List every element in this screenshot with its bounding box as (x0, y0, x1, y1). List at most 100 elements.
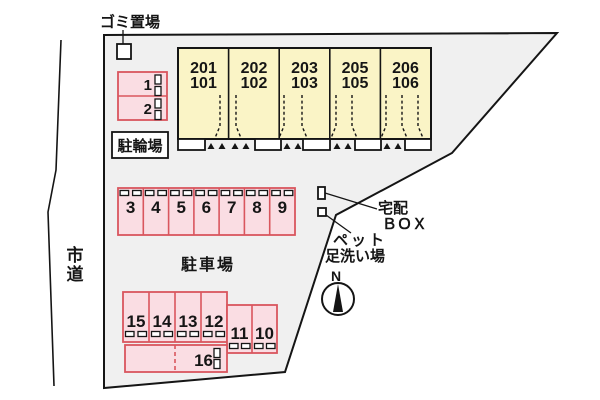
wheel-stop (154, 85, 162, 97)
wheel-stop (233, 189, 243, 197)
wheel-stop (131, 189, 142, 197)
entrance-marker-triangle (218, 143, 226, 149)
parking-space-number: 7 (227, 198, 236, 217)
bicycle-parking-label-box (111, 131, 169, 159)
garbage-bin-box (116, 43, 132, 60)
parking-space-number: 4 (151, 198, 161, 217)
wheel-stop (144, 189, 155, 197)
parking-space-number: 10 (255, 324, 274, 343)
compass-needle (333, 284, 343, 312)
delivery-box-label-line2: ＢＯＸ (382, 216, 427, 233)
unit-label-upper: 202 (241, 60, 268, 77)
wheel-stop (213, 347, 221, 359)
unit-label-upper: 205 (342, 60, 369, 77)
apartment-building: 201 101 202 102 203 103 205 105 206 106 (177, 47, 432, 151)
city-road-edge (47, 39, 62, 387)
entrance-marker-triangle (242, 143, 250, 149)
parking-space-number: 14 (153, 312, 172, 331)
wheel-stop (215, 330, 226, 338)
wheel-stop (240, 342, 251, 350)
stair-dashed-line (214, 95, 221, 139)
unit-label-upper: 206 (392, 60, 419, 77)
wheel-stop (207, 189, 218, 197)
wheel-stop (228, 342, 239, 350)
delivery-box-label-line1: 宅配 (378, 199, 408, 217)
entrance-marker-triangle (394, 143, 402, 149)
stair-dashed-line (301, 95, 308, 139)
pet-wash-pointer-line (325, 214, 352, 234)
wheel-stop (182, 189, 193, 197)
parking-space-number: 13 (179, 312, 198, 331)
delivery-box-pointer-line (324, 192, 378, 210)
wheel-stop (265, 342, 276, 350)
wheel-stop (170, 189, 180, 197)
wheel-stop (258, 189, 269, 197)
parking-space-number: 6 (202, 198, 211, 217)
city-road-label-char2: 道 (67, 264, 84, 284)
stair-dashed-line (351, 95, 358, 139)
wheel-stop (195, 189, 206, 197)
unit-label-lower: 102 (241, 75, 268, 92)
entrance-marker-triangle (294, 143, 302, 149)
unit-label-upper: 201 (190, 60, 217, 77)
entrance-porch (354, 138, 382, 151)
wheel-stop (213, 358, 221, 370)
parking-lot-label: 駐車場 (181, 255, 235, 274)
wheel-stop (157, 189, 168, 197)
entrance-porch (404, 138, 432, 151)
wheel-stop (150, 330, 161, 338)
stair-dashed-line (330, 95, 337, 139)
parking-space-number: 3 (126, 198, 135, 217)
pet-wash-unit (317, 207, 327, 217)
entrance-marker-triangle (231, 143, 239, 149)
entrance-marker-triangle (283, 143, 291, 149)
entrance-marker-triangle (344, 143, 352, 149)
entrance-marker-triangle (333, 143, 341, 149)
parking-space-number: 5 (176, 198, 185, 217)
wheel-stop (189, 330, 200, 338)
stair-dashed-line (401, 95, 408, 139)
unit-label-lower: 106 (392, 75, 419, 92)
wheel-stop (119, 189, 130, 197)
entrance-porch (302, 138, 331, 151)
unit-label-lower: 103 (291, 75, 318, 92)
bicycle-parking-label: 駐輪場 (117, 137, 162, 155)
wheel-stop (220, 189, 231, 197)
entrance-porch (177, 138, 206, 151)
wheel-stop (124, 330, 135, 338)
delivery-box-unit (317, 186, 326, 200)
parking-space-number: 1 (144, 77, 152, 94)
entrance-marker-triangle (207, 143, 215, 149)
parking-row-bottom: 15 14 13 12 11 10 16 (122, 291, 278, 373)
wheel-stop (154, 98, 162, 109)
wheel-stop (176, 330, 187, 338)
wheel-stop (137, 330, 148, 338)
stair-dashed-line (278, 95, 285, 139)
stair-dashed-line (417, 95, 424, 139)
parking-spaces-1-2: 1 2 (117, 71, 168, 121)
pet-wash-label-line2: 足洗い場 (325, 247, 385, 265)
unit-label-upper: 203 (291, 60, 318, 77)
stair-dashed-line (235, 95, 242, 139)
wheel-stop (154, 74, 162, 85)
compass-north-label: N (331, 268, 341, 284)
entrance-marker-triangle (383, 143, 391, 149)
compass: N (321, 268, 355, 316)
parking-space-number: 2 (144, 101, 152, 118)
parking-space-number: 15 (127, 312, 146, 331)
unit-label-lower: 105 (342, 75, 369, 92)
unit-label-lower: 101 (190, 75, 217, 92)
garbage-area-label: ゴミ置場 (100, 13, 160, 31)
wheel-stop (253, 342, 264, 350)
parking-space-number: 12 (205, 312, 224, 331)
pet-wash-label-line1: ペット (333, 232, 387, 249)
wheel-stop (245, 189, 256, 197)
wheel-stop (271, 189, 281, 197)
parking-space-number: 11 (231, 324, 249, 343)
entrance-porch (254, 138, 282, 151)
city-road-label-char1: 市 (67, 245, 84, 265)
parking-space-number: 8 (252, 198, 261, 217)
stair-dashed-line (380, 95, 387, 139)
